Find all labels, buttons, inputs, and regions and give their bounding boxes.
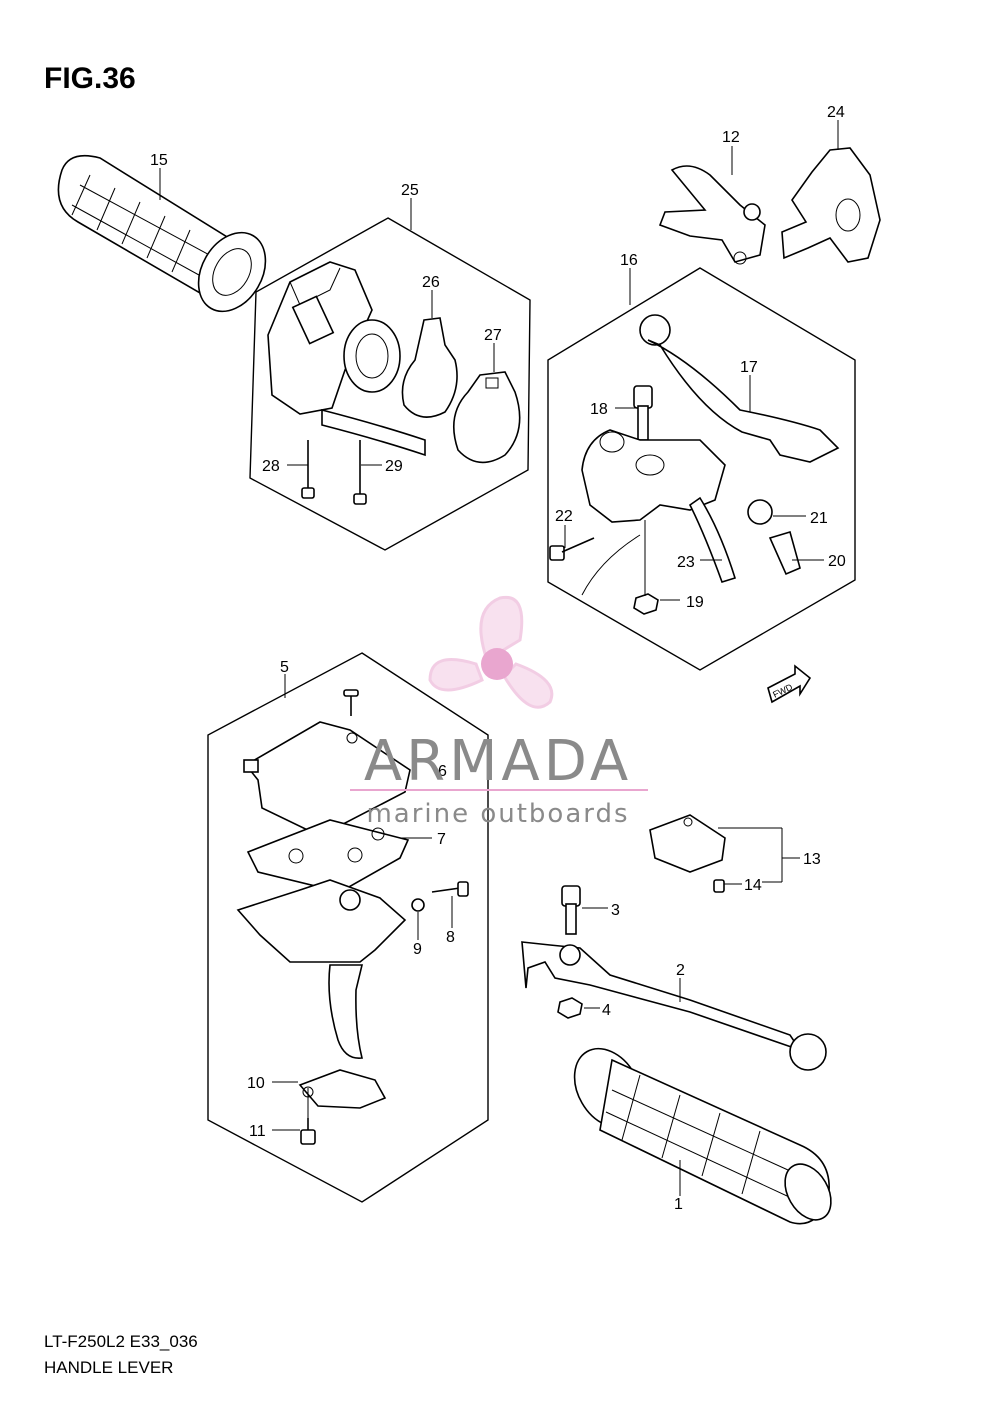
callout-25: 25 <box>401 182 419 199</box>
callout-7: 7 <box>437 831 446 848</box>
callout-6: 6 <box>438 763 447 780</box>
callout-11: 11 <box>249 1123 266 1140</box>
figure-title: FIG.36 <box>44 62 136 95</box>
callout-5: 5 <box>280 659 289 676</box>
screw-11[interactable] <box>300 1118 316 1145</box>
handlebar-switch-housing[interactable] <box>267 261 426 457</box>
leader-lines <box>159 120 839 1196</box>
bolt-22[interactable] <box>549 537 595 561</box>
brake-lever-17[interactable] <box>639 314 840 463</box>
switch-screw-28[interactable] <box>301 440 315 499</box>
callout-28: 28 <box>262 458 280 475</box>
brake-light-switch-13[interactable] <box>649 814 726 873</box>
washer-9[interactable] <box>411 898 425 912</box>
brake-lever-assembly-outline <box>547 267 856 671</box>
lever-2[interactable] <box>521 941 827 1071</box>
brake-lever-holder[interactable] <box>581 429 726 523</box>
callout-10: 10 <box>247 1075 265 1092</box>
switch-cover[interactable] <box>401 317 458 418</box>
pivot-bolt-3[interactable] <box>561 885 581 935</box>
throttle-case-cover-6[interactable] <box>243 721 411 837</box>
brake-switch-21[interactable] <box>747 499 773 525</box>
callout-13: 13 <box>803 851 821 868</box>
callout-20: 20 <box>828 553 846 570</box>
watermark-brand: ARMADA <box>364 729 632 794</box>
plate-10[interactable] <box>298 1069 387 1109</box>
lever-bracket[interactable] <box>658 165 766 265</box>
callout-3: 3 <box>611 902 620 919</box>
propeller-logo <box>428 595 554 709</box>
right-grip[interactable] <box>561 1037 840 1228</box>
watermark-tagline: marine outboards <box>366 799 629 829</box>
switch-screw-29[interactable] <box>353 440 367 505</box>
callout-24: 24 <box>827 104 845 121</box>
callout-4: 4 <box>602 1002 611 1019</box>
screw-20[interactable] <box>768 530 801 576</box>
callout-29: 29 <box>385 458 403 475</box>
throttle-case-body[interactable] <box>236 879 407 1059</box>
switch-assembly-outline <box>249 217 531 551</box>
callout-17: 17 <box>740 359 758 376</box>
callout-26: 26 <box>422 274 440 291</box>
callout-15: 15 <box>150 152 168 169</box>
callout-22: 22 <box>555 508 573 525</box>
watermark: ARMADA marine outboards <box>350 595 648 829</box>
nut-4[interactable] <box>557 997 583 1019</box>
callout-16: 16 <box>620 252 638 269</box>
screw-top[interactable] <box>343 689 359 716</box>
callout-12: 12 <box>722 129 740 146</box>
callout-21: 21 <box>810 510 828 527</box>
callout-27: 27 <box>484 327 502 344</box>
lever-holder-cover[interactable] <box>781 147 881 263</box>
brake-hose-23[interactable] <box>581 496 737 596</box>
callout-14: 14 <box>744 877 762 894</box>
callout-1: 1 <box>674 1196 683 1213</box>
left-grip[interactable] <box>57 154 279 324</box>
forward-direction-arrow: FWD <box>767 664 812 704</box>
callout-19: 19 <box>686 594 704 611</box>
nut-19[interactable] <box>633 593 659 615</box>
screw-14[interactable] <box>713 879 725 893</box>
gasket-7[interactable] <box>246 819 410 893</box>
callout-23: 23 <box>677 554 695 571</box>
callout-9: 9 <box>413 941 422 958</box>
section-name: HANDLE LEVER <box>44 1358 174 1377</box>
model-code: LT-F250L2 E33_036 <box>44 1332 198 1351</box>
callout-2: 2 <box>676 962 685 979</box>
pivot-bolt-18[interactable] <box>633 385 653 441</box>
callout-18: 18 <box>590 401 608 418</box>
throttle-case-assembly-outline <box>207 652 489 1203</box>
screw-8[interactable] <box>431 881 469 897</box>
switch-collar[interactable] <box>452 371 521 464</box>
callout-8: 8 <box>446 929 455 946</box>
